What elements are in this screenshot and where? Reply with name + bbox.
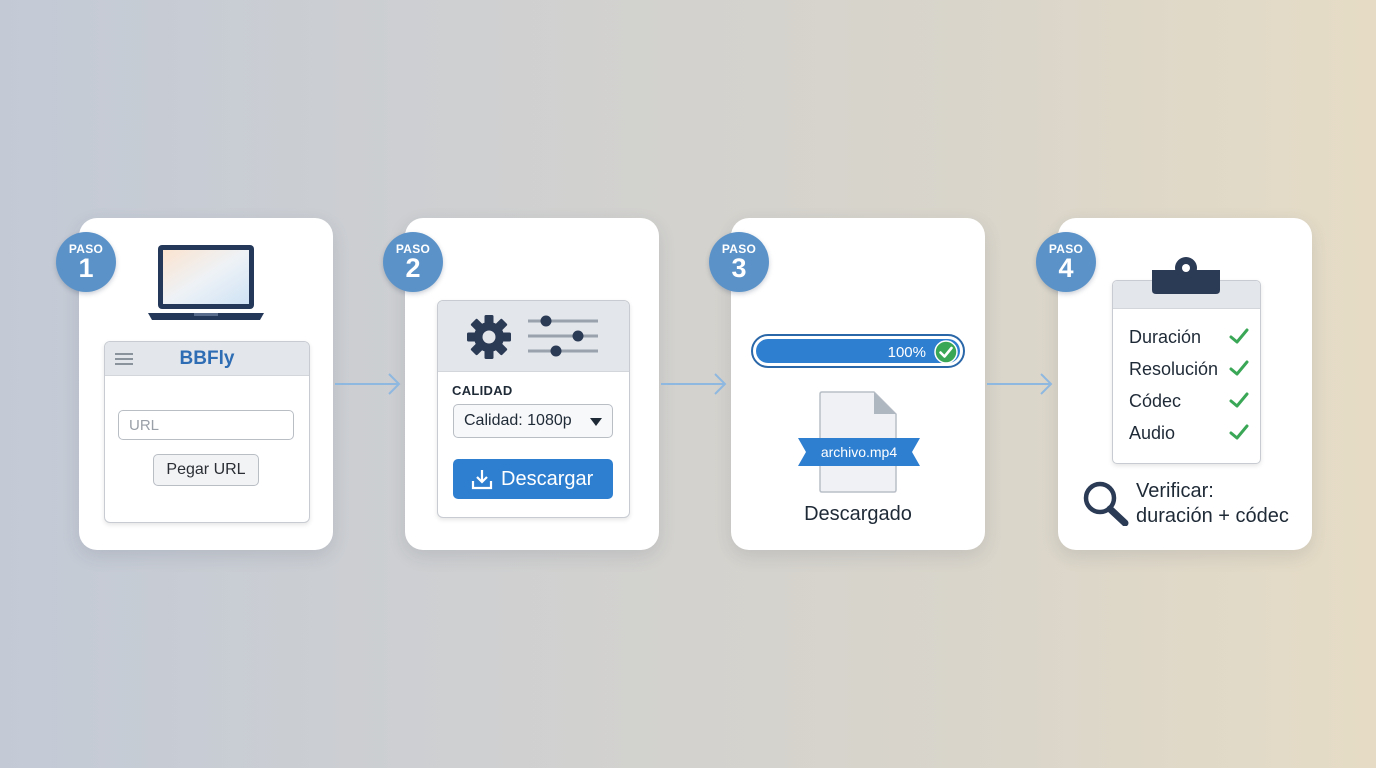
step-badge-number: 1 xyxy=(78,253,94,283)
caret-down-icon xyxy=(590,418,602,426)
clipboard-clip-icon xyxy=(1152,257,1220,294)
step-badge-number: 2 xyxy=(405,253,421,283)
arrow-right-icon xyxy=(661,373,727,395)
download-icon xyxy=(471,470,493,490)
settings-panel: CALIDAD Calidad: 1080p Descargar xyxy=(437,300,630,518)
clipboard-icon: Duración Resolución Códec Audio xyxy=(1112,280,1261,464)
progress-text: 100% xyxy=(887,344,926,361)
step-badge-number: 3 xyxy=(731,253,747,283)
verify-text: Verificar: duración + códec xyxy=(1136,479,1289,529)
step-badge-2: PASO 2 xyxy=(383,232,443,292)
download-button[interactable]: Descargar xyxy=(453,459,613,499)
verify-detail: duración + códec xyxy=(1136,505,1289,527)
step-badge-1: PASO 1 xyxy=(56,232,116,292)
file-name: archivo.mp4 xyxy=(820,444,898,460)
check-icon xyxy=(1229,360,1249,376)
quality-select[interactable]: Calidad: 1080p xyxy=(453,404,613,438)
check-circle-icon xyxy=(934,340,958,364)
check-icon xyxy=(1229,328,1249,344)
step-badge-4: PASO 4 xyxy=(1036,232,1096,292)
checklist-label: Resolución xyxy=(1129,359,1219,379)
menu-icon[interactable] xyxy=(115,352,133,366)
step-badge-label: PASO xyxy=(395,242,431,256)
app-brand: BBFly xyxy=(179,348,235,369)
sliders-icon xyxy=(528,315,598,357)
arrow-right-icon xyxy=(987,373,1053,395)
checklist-item: Audio xyxy=(1129,421,1249,445)
check-icon xyxy=(1229,392,1249,408)
step-3-card xyxy=(731,218,985,550)
download-button-label: Descargar xyxy=(501,468,594,490)
step-badge-3: PASO 3 xyxy=(709,232,769,292)
step-badge-label: PASO xyxy=(68,242,104,256)
checklist-label: Duración xyxy=(1129,327,1202,347)
arrow-right-icon xyxy=(335,373,401,395)
step-badge-label: PASO xyxy=(721,242,757,256)
step-badge-label: PASO xyxy=(1048,242,1084,256)
app-titlebar: BBFly xyxy=(105,342,309,376)
checklist-label: Códec xyxy=(1129,391,1182,411)
magnifier-icon xyxy=(1083,481,1129,526)
app-window: BBFly URL Pegar URL xyxy=(104,341,310,523)
progress-fill: 100% xyxy=(756,339,960,364)
settings-panel-header xyxy=(438,301,629,372)
checklist-item: Duración xyxy=(1129,325,1249,349)
file-name-ribbon: archivo.mp4 xyxy=(798,436,920,468)
quality-select-value: Calidad: 1080p xyxy=(464,412,572,429)
url-input[interactable]: URL xyxy=(118,410,294,440)
laptop-icon xyxy=(148,245,264,320)
checklist-item: Códec xyxy=(1129,389,1249,413)
step-badge-number: 4 xyxy=(1058,253,1074,283)
checklist-label: Audio xyxy=(1129,423,1176,443)
download-status: Descargado xyxy=(804,503,912,525)
download-progress-bar: 100% xyxy=(751,334,965,368)
verify-title: Verificar: xyxy=(1136,480,1214,502)
paste-url-button[interactable]: Pegar URL xyxy=(153,454,259,486)
quality-label: CALIDAD xyxy=(452,383,513,398)
gear-icon xyxy=(467,315,511,359)
checklist-item: Resolución xyxy=(1129,357,1249,381)
check-icon xyxy=(1229,424,1249,440)
